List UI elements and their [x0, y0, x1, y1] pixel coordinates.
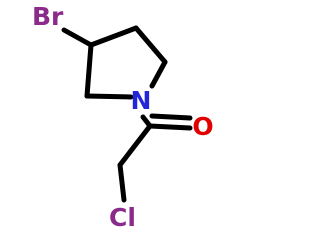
- bond-n-c2: [84, 93, 134, 100]
- chlorine-label: Cl: [109, 203, 136, 232]
- bond-ch2-cl: [117, 162, 127, 203]
- oxygen-label: O: [192, 112, 213, 141]
- bond-c3-c4: [88, 25, 139, 48]
- bond-carbonyl-o-1: [147, 123, 193, 131]
- nitrogen-label: N: [131, 86, 152, 115]
- bromine-label: Br: [32, 2, 64, 31]
- bond-c5-n: [149, 59, 168, 89]
- bond-carbonyl-o-2: [149, 113, 193, 121]
- bond-c3-br: [61, 27, 94, 48]
- bond-c2-c3: [84, 42, 94, 99]
- bond-carbonyl-ch2: [117, 123, 153, 168]
- bond-c4-c5: [133, 25, 168, 65]
- structure-diagram: Br N O Cl: [32, 2, 214, 232]
